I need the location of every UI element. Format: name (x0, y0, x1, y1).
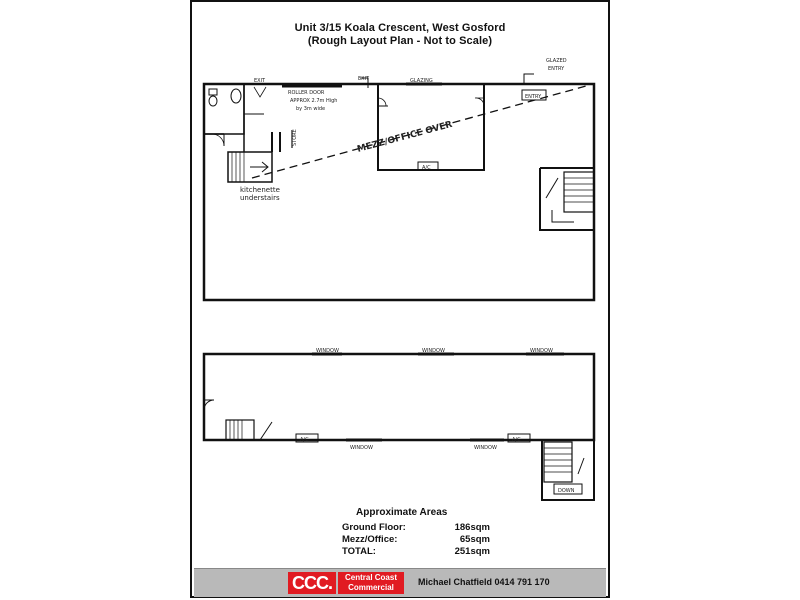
area-label: Ground Floor: (342, 522, 406, 533)
label-window-top-1: WINDOW (316, 348, 339, 354)
basin (230, 88, 242, 104)
mezzanine-plan (202, 352, 596, 501)
label-store: STORE (292, 129, 298, 146)
label-exit-right: EXIT (358, 76, 370, 82)
label-glazed-entry-1: GLAZED (546, 58, 567, 64)
area-value: 65sqm (459, 534, 490, 545)
label-ac-mezz-2: A/C (512, 437, 521, 443)
label-roller-size-1: APPROX 2.7m High (290, 98, 337, 104)
mezz-boundary-line (251, 85, 587, 179)
toilet-bowl (208, 95, 218, 107)
label-roller-size-2: by 3m wide (296, 106, 325, 112)
ac-unit-ground (417, 161, 439, 171)
company-logo[interactable]: CCC. Central Coast Commercial (288, 572, 406, 594)
area-label: TOTAL: (342, 546, 376, 557)
label-window-bottom-2: WINDOW (474, 445, 497, 451)
logo-line-2: Commercial (348, 583, 394, 592)
area-value: 251sqm (454, 546, 490, 557)
label-ac-mezz-1: A/C (300, 437, 309, 443)
mezz-left-stairs (225, 419, 255, 441)
floor-plan-sheet: Unit 3/15 Koala Crescent, West Gosford (… (190, 0, 610, 598)
label-down: DOWN (558, 488, 575, 494)
label-kitchenette-1: kitchenette (240, 186, 280, 194)
ac-unit-mezz-2 (507, 433, 531, 443)
ac-unit-mezz-1 (295, 433, 319, 443)
label-mezz-office-over: MEZZ/OFFICE OVER (356, 120, 453, 155)
area-row-ground: Ground Floor: 186sqm (342, 522, 542, 534)
mezzanine-outline (202, 352, 596, 442)
right-stairs (563, 171, 595, 213)
footer-bar: CCC. Central Coast Commercial Michael Ch… (194, 568, 606, 597)
plan-title: Unit 3/15 Koala Crescent, West Gosford (294, 22, 506, 34)
logo-mark: CCC. (288, 572, 336, 594)
ground-floor-outline (202, 82, 596, 302)
label-window-top-2: WINDOW (422, 348, 445, 354)
agent-contact[interactable]: Michael Chatfield 0414 791 170 (418, 577, 550, 587)
label-window-top-3: WINDOW (530, 348, 553, 354)
areas-title: Approximate Areas (356, 507, 448, 518)
plan-subtitle: (Rough Layout Plan - Not to Scale) (307, 35, 493, 47)
area-row-mezz: Mezz/Office: 65sqm (342, 534, 542, 546)
toilet-cistern (208, 88, 218, 96)
area-label: Mezz/Office: (342, 534, 398, 545)
ground-stairs (227, 151, 273, 183)
label-kitchenette-2: understairs (240, 194, 280, 202)
label-entry: ENTRY (525, 94, 542, 100)
area-value: 186sqm (454, 522, 490, 533)
label-window-bottom-1: WINDOW (350, 445, 373, 451)
logo-text: Central Coast Commercial (338, 572, 404, 594)
floor-plan-drawing: EXIT EXIT ROLLER DOOR APPROX 2.7m High b… (202, 58, 596, 501)
label-ac-ground: A/C (422, 165, 431, 171)
area-row-total: TOTAL: 251sqm (342, 546, 542, 558)
label-exit-left: EXIT (254, 78, 266, 84)
label-glazing: GLAZING (410, 78, 433, 84)
mezz-right-stairs (543, 441, 573, 483)
ground-floor-plan (202, 73, 596, 302)
label-glazed-entry-2: ENTRY (548, 66, 565, 72)
label-roller-door: ROLLER DOOR (288, 90, 325, 96)
logo-line-1: Central Coast (344, 573, 397, 582)
